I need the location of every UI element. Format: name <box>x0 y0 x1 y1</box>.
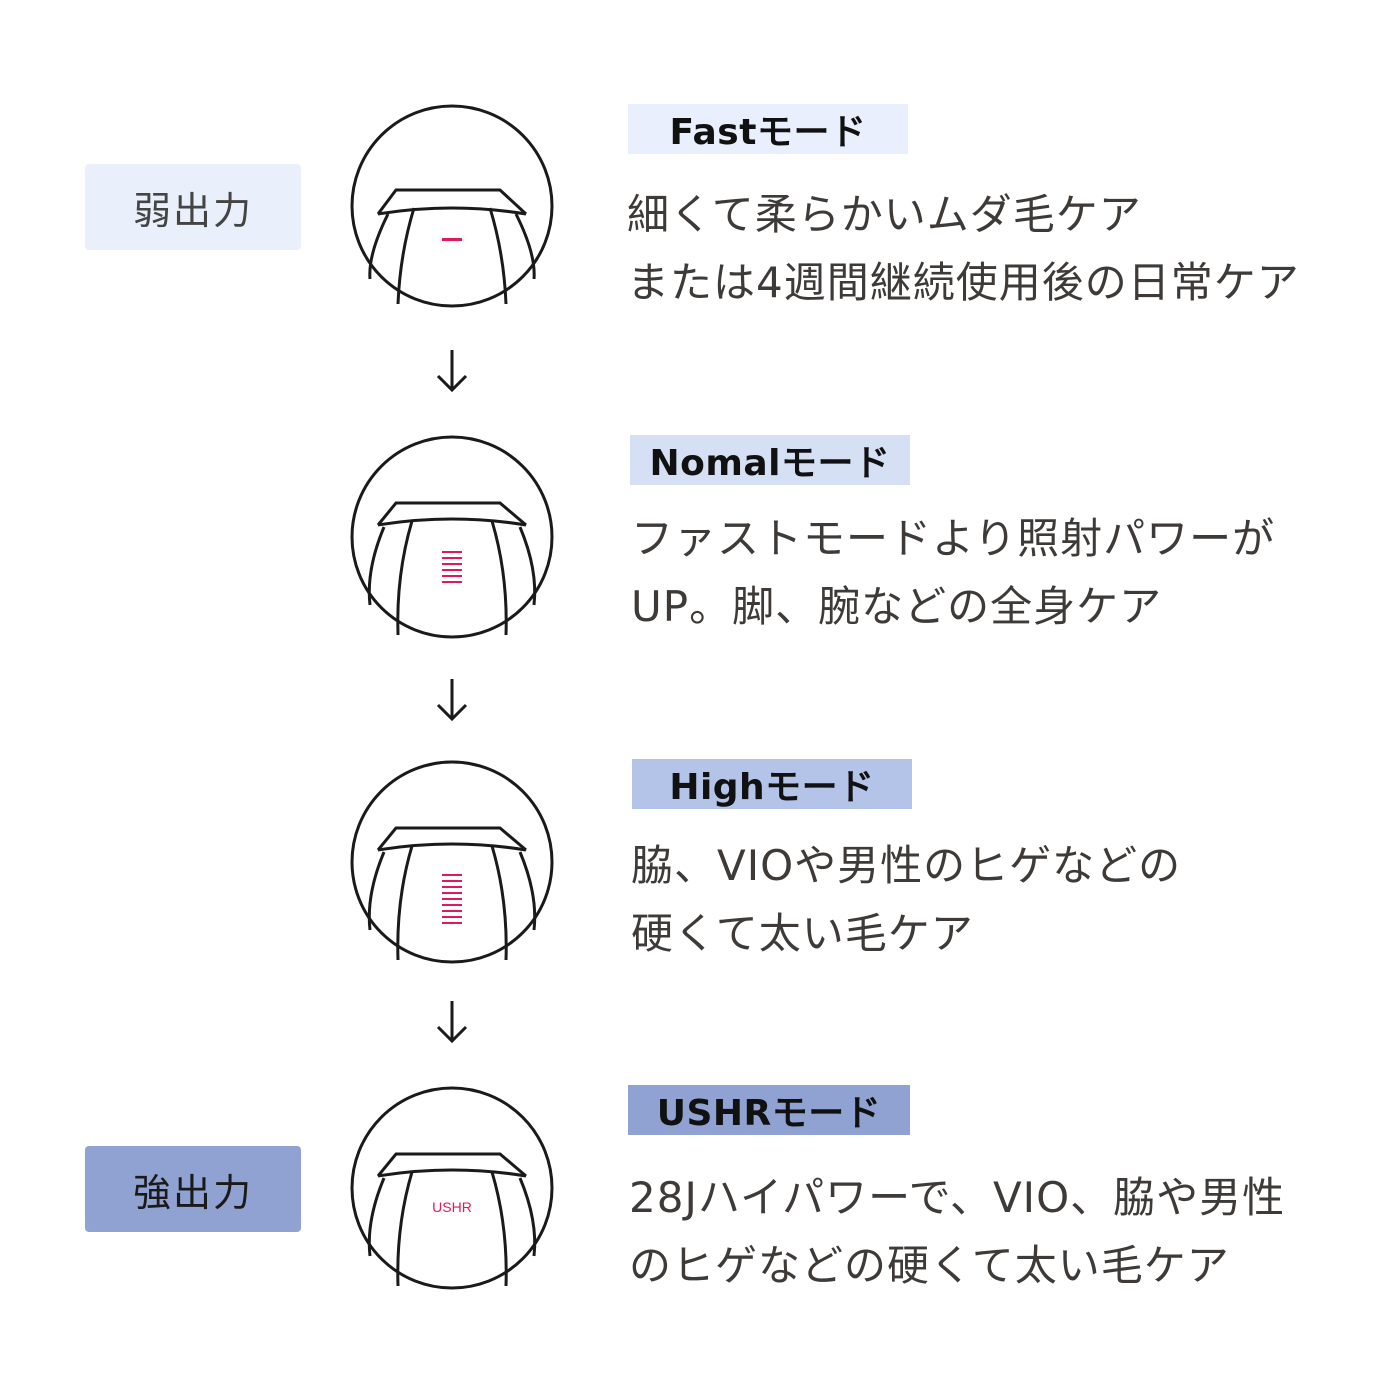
description-line: 細くて柔らかいムダ毛ケア <box>627 190 1142 239</box>
device-normal-mode-icon <box>350 435 554 639</box>
mode-description-normal: ファストモードより照射パワーが UP。脚、腕などの全身ケア <box>631 505 1275 641</box>
mode-label-normal: Nomalモード <box>630 435 910 485</box>
mode-description-fast: 細くて柔らかいムダ毛ケア または4週間継続使用後の日常ケア <box>627 181 1300 317</box>
strong-power-label: 強出力 <box>85 1146 301 1232</box>
indicator-bar <box>442 238 462 241</box>
description-line: または4週間継続使用後の日常ケア <box>627 258 1300 307</box>
weak-power-label: 弱出力 <box>85 164 301 250</box>
mode-label-fast: Fastモード <box>628 104 908 154</box>
indicator-text: USHR <box>432 1199 472 1215</box>
down-arrow-icon <box>436 350 468 393</box>
description-line: 28Jハイパワーで、VIO、脇や男性 <box>629 1173 1286 1222</box>
mode-description-ushr: 28Jハイパワーで、VIO、脇や男性 のヒゲなどの硬くて太い毛ケア <box>629 1164 1285 1300</box>
description-line: 脇、VIOや男性のヒゲなどの <box>631 841 1182 890</box>
device-fast-mode-icon <box>350 104 554 308</box>
down-arrow-icon <box>436 679 468 722</box>
down-arrow-icon <box>436 1001 468 1044</box>
description-line: ファストモードより照射パワーが <box>631 514 1276 563</box>
device-high-mode-icon <box>350 760 554 964</box>
description-line: UP。脚、腕などの全身ケア <box>631 582 1163 631</box>
indicator-bar-stack <box>442 874 462 924</box>
mode-description-high: 脇、VIOや男性のヒゲなどの 硬くて太い毛ケア <box>631 832 1181 968</box>
mode-label-high: Highモード <box>632 759 912 809</box>
indicator-bar-stack <box>442 551 462 583</box>
description-line: のヒゲなどの硬くて太い毛ケア <box>629 1241 1230 1290</box>
mode-label-ushr: USHRモード <box>628 1085 910 1135</box>
device-ushr-mode-icon: USHR <box>350 1086 554 1290</box>
description-line: 硬くて太い毛ケア <box>631 909 974 958</box>
